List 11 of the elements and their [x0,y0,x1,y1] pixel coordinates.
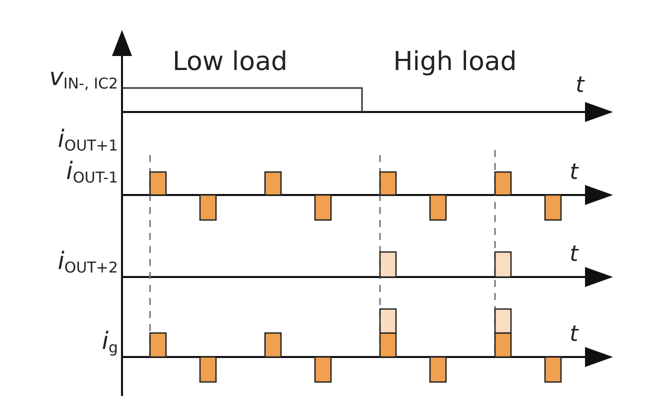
region-label: High load [393,49,517,75]
axis-label: t [570,324,578,346]
signal-label: i$_{OUT+2}$ [58,248,118,276]
signal-label: i$_{OUT+1}$ [58,126,118,154]
signal-label: v$_{IN-, IC2}$ [49,64,118,92]
axis-label: t [570,244,578,266]
region-label: Low load [172,49,288,75]
axis-label: t [570,162,578,184]
axis-label: t [576,75,584,97]
signal-label: i$_{OUT-1}$ [66,158,118,186]
signal-label: i$_{g}$ [102,328,118,356]
